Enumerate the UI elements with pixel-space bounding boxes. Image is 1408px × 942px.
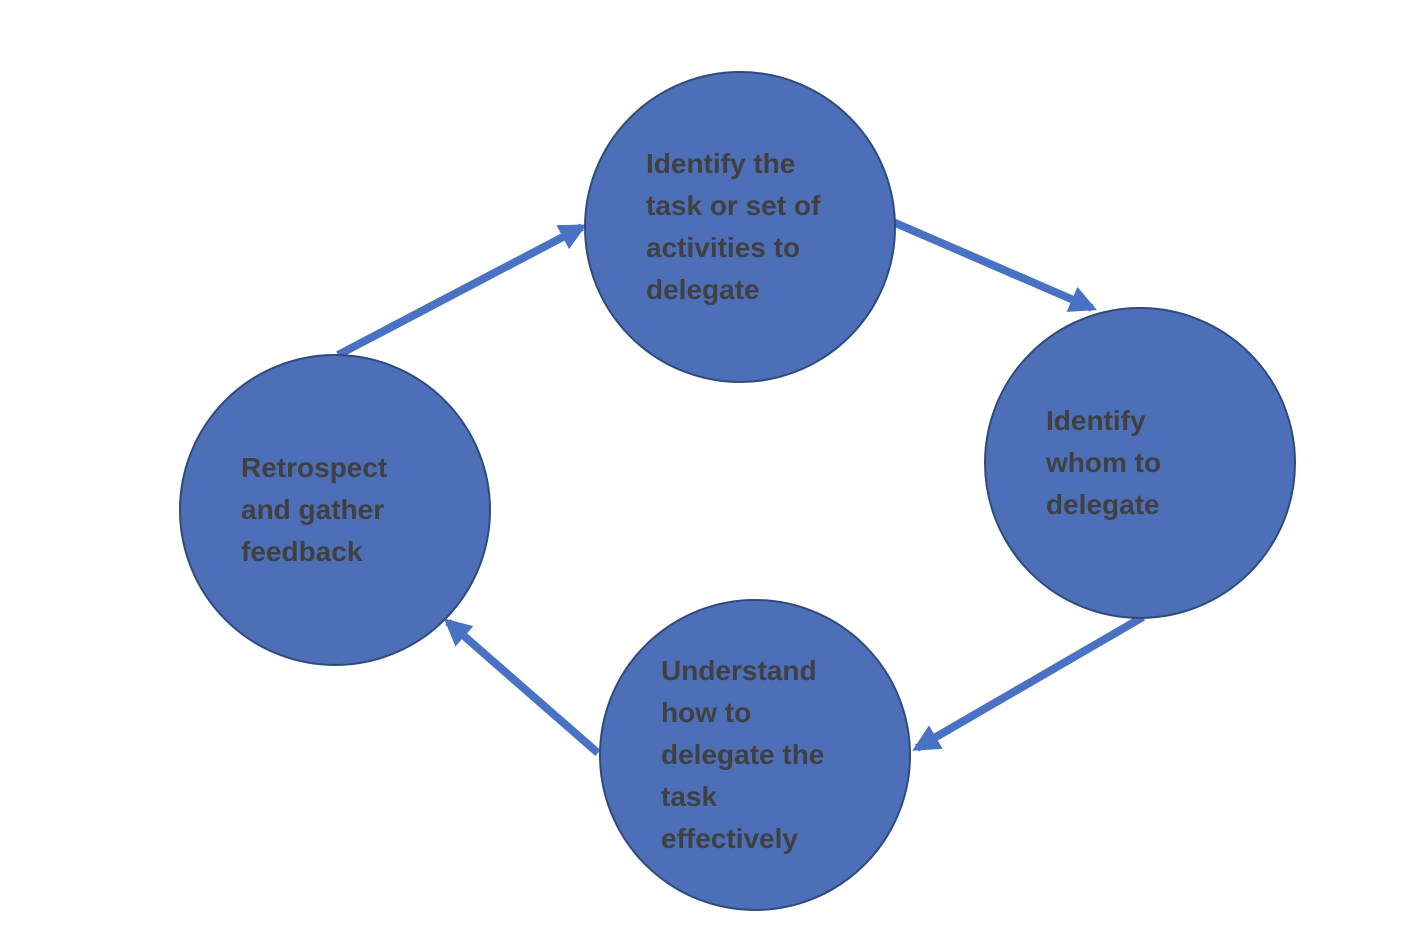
- edge-arrow-identify-task-to-identify-whom: [891, 218, 1097, 312]
- node-retrospect-label: Retrospect and gather feedback: [241, 452, 388, 567]
- node-understand-how-label: Understand how to delegate the task effe…: [661, 655, 825, 854]
- edge-arrow-understand-how-to-retrospect: [443, 618, 601, 757]
- node-identify-task-label: Identify the task or set of activities t…: [646, 148, 821, 305]
- node-identify-whom: Identify whom to delegate: [984, 307, 1296, 619]
- node-identify-whom-label: Identify whom to delegate: [1046, 405, 1162, 520]
- node-identify-task: Identify the task or set of activities t…: [584, 71, 896, 383]
- edge-arrow-retrospect-to-identify-task: [336, 223, 587, 359]
- node-understand-how: Understand how to delegate the task effe…: [599, 599, 911, 911]
- node-retrospect: Retrospect and gather feedback: [179, 354, 491, 666]
- edge-arrow-identify-whom-to-understand-how: [912, 613, 1146, 752]
